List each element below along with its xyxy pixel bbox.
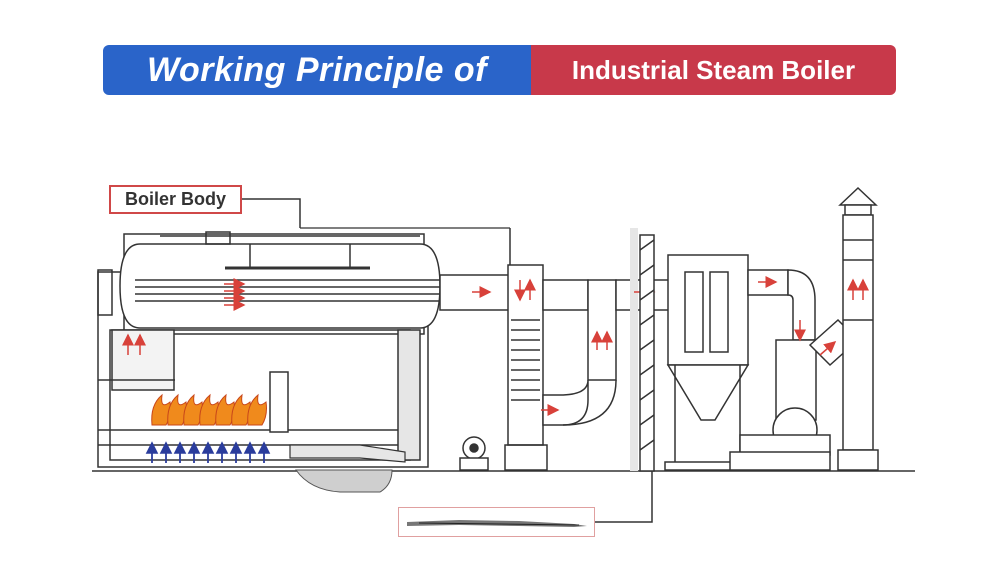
ash-pit (289, 444, 406, 493)
boiler-body-label: Boiler Body (124, 189, 226, 209)
boiler-body-leader (242, 198, 301, 228)
boundary-wall (639, 234, 655, 472)
title-left-block: Working Principle of (103, 45, 531, 95)
furnace-flames (151, 393, 267, 426)
boiler-body-callout: Boiler Body (109, 185, 242, 214)
dust-collector (664, 254, 751, 471)
chimney-flow-arrows (847, 278, 869, 300)
title-banner: Working Principle of Industrial Steam Bo… (103, 45, 896, 95)
ash-conveyor-icon (407, 520, 587, 527)
chimney (837, 186, 879, 471)
title-right-text: Industrial Steam Boiler (571, 54, 856, 85)
title-left-text: Working Principle of (147, 50, 487, 89)
feed-water-pump (459, 436, 489, 471)
air-inflow-arrows (145, 441, 271, 463)
ash-removal-callout (398, 507, 595, 537)
ash-leader (595, 470, 653, 523)
boiler-flow-arrows (122, 278, 246, 355)
economizer (439, 264, 548, 471)
title-right-block: Industrial Steam Boiler (531, 45, 896, 95)
induced-draft-fan (729, 269, 860, 471)
fan-flow-arrows (758, 276, 837, 356)
boiler-drum (119, 227, 511, 329)
